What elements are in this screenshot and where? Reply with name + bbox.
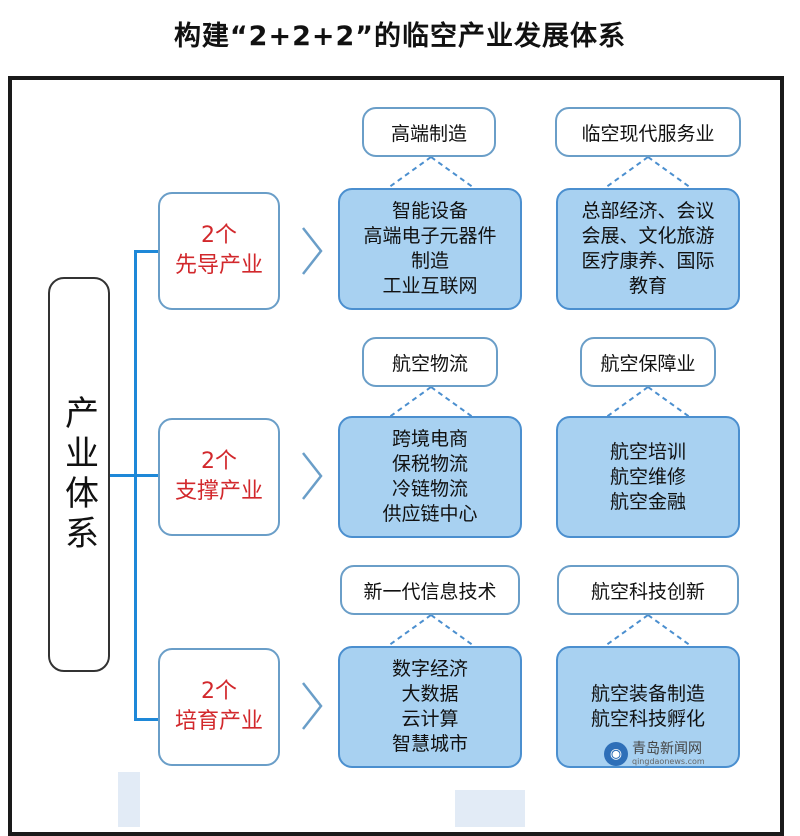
background-watermark <box>118 772 140 827</box>
dashed-connector <box>387 615 475 647</box>
connector-line <box>110 474 136 477</box>
watermark-url: qingdaonews.com <box>632 757 705 766</box>
detail-box: 航空培训航空维修航空金融 <box>556 416 740 538</box>
subcategory-label: 新一代信息技术 <box>340 565 520 615</box>
detail-box: 数字经济大数据云计算智慧城市 <box>338 646 522 768</box>
qingdao-news-logo-icon: ◉ <box>604 742 628 766</box>
subcategory-label: 航空保障业 <box>580 337 716 387</box>
category-box-leading: 2个 先导产业 <box>158 192 280 310</box>
dashed-connector <box>387 387 475 419</box>
category-count: 2个 <box>201 449 237 474</box>
category-box-supporting: 2个 支撑产业 <box>158 418 280 536</box>
chevron-right-icon <box>302 227 323 275</box>
connector-line <box>134 250 158 253</box>
root-label: 产业体系 <box>58 394 99 555</box>
category-name: 支撑产业 <box>174 479 263 504</box>
dashed-connector <box>604 615 692 647</box>
background-watermark <box>455 790 525 827</box>
connector-line <box>134 250 137 720</box>
dashed-connector <box>387 157 475 189</box>
detail-box: 智能设备高端电子元器件制造工业互联网 <box>338 188 522 310</box>
chevron-right-icon <box>302 682 323 730</box>
subcategory-label: 航空科技创新 <box>557 565 739 615</box>
chevron-right-icon <box>302 452 323 500</box>
category-count: 2个 <box>201 679 237 704</box>
detail-box: 总部经济、会议会展、文化旅游医疗康养、国际教育 <box>556 188 740 310</box>
category-box-cultivated: 2个 培育产业 <box>158 648 280 766</box>
category-name: 培育产业 <box>174 709 263 734</box>
detail-box: 航空装备制造航空科技孵化 <box>556 646 740 768</box>
connector-line <box>134 718 158 721</box>
dashed-connector <box>604 157 692 189</box>
connector-line <box>134 474 158 477</box>
root-node: 产业体系 <box>48 277 110 672</box>
dashed-connector <box>604 387 692 419</box>
category-count: 2个 <box>201 223 237 248</box>
subcategory-label: 航空物流 <box>362 337 498 387</box>
subcategory-label: 高端制造 <box>362 107 496 157</box>
watermark-logo: ◉ 青岛新闻网 qingdaonews.com <box>604 739 734 769</box>
page-title: 构建“2+2+2”的临空产业发展体系 <box>173 21 627 52</box>
watermark-name: 青岛新闻网 <box>632 741 702 757</box>
subcategory-label: 临空现代服务业 <box>555 107 741 157</box>
detail-box: 跨境电商保税物流冷链物流供应链中心 <box>338 416 522 538</box>
category-name: 先导产业 <box>174 253 263 278</box>
